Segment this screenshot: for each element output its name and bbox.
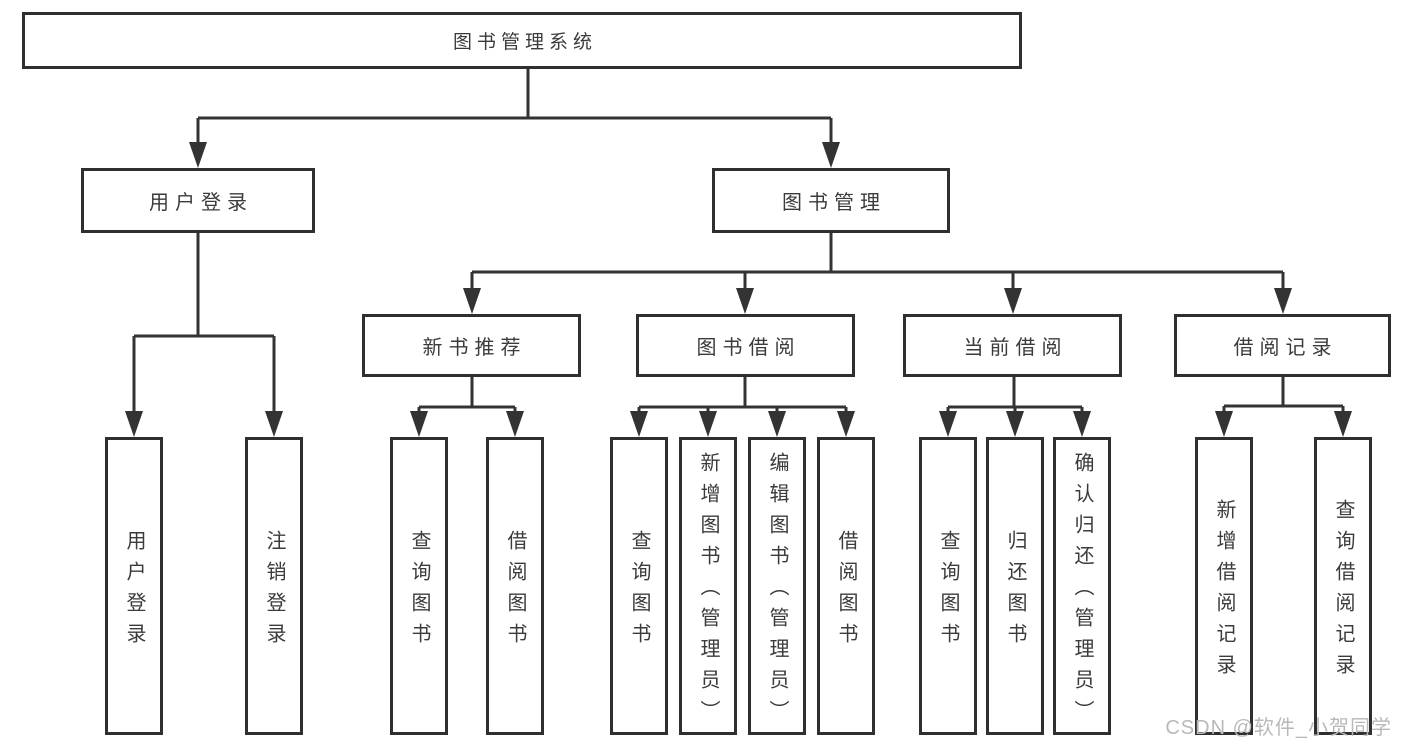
leaf-node-query-books-2: 查询图书 xyxy=(610,437,668,735)
leaf-node-label: 归还图书 xyxy=(1004,529,1026,654)
leaf-node-label: 确认归还（管理员） xyxy=(1071,452,1093,731)
leaf-node-query-books-3: 查询图书 xyxy=(919,437,977,735)
level3-node-label: 借阅记录 xyxy=(1233,337,1338,359)
leaf-node-label: 新增图书（管理员） xyxy=(697,452,719,731)
leaf-node-label: 注销登录 xyxy=(263,529,285,654)
leaf-node-label: 借阅图书 xyxy=(504,529,526,654)
level2-node-user-login: 用户登录 xyxy=(81,168,315,233)
leaf-node-borrow-books-1: 借阅图书 xyxy=(486,437,544,735)
leaf-node-borrow-books-2: 借阅图书 xyxy=(817,437,875,735)
level3-node-current-borrow: 当前借阅 xyxy=(903,314,1122,377)
leaf-node-add-books-admin: 新增图书（管理员） xyxy=(679,437,737,735)
level3-node-label: 图书借阅 xyxy=(696,337,801,359)
leaf-node-logout: 注销登录 xyxy=(245,437,303,735)
level3-node-label: 当前借阅 xyxy=(963,337,1068,359)
leaf-node-label: 用户登录 xyxy=(123,529,145,654)
leaf-node-user-login: 用户登录 xyxy=(105,437,163,735)
leaf-node-label: 查询借阅记录 xyxy=(1332,498,1354,685)
leaf-node-label: 借阅图书 xyxy=(835,529,857,654)
leaf-node-label: 新增借阅记录 xyxy=(1213,498,1235,685)
level3-node-label: 新书推荐 xyxy=(422,337,527,359)
csdn-watermark: CSDN @软件_小贺同学 xyxy=(1165,717,1392,739)
leaf-node-return-books: 归还图书 xyxy=(986,437,1044,735)
leaf-node-label: 查询图书 xyxy=(408,529,430,654)
leaf-node-query-books-1: 查询图书 xyxy=(390,437,448,735)
leaf-node-label: 编辑图书（管理员） xyxy=(766,452,788,731)
level2-node-label: 用户登录 xyxy=(149,192,253,214)
root-node-library-system: 图书管理系统 xyxy=(22,12,1022,69)
leaf-node-add-borrow-record: 新增借阅记录 xyxy=(1195,437,1253,735)
leaf-node-confirm-return-admin: 确认归还（管理员） xyxy=(1053,437,1111,735)
leaf-node-query-borrow-record: 查询借阅记录 xyxy=(1314,437,1372,735)
leaf-node-label: 查询图书 xyxy=(628,529,650,654)
level3-node-new-book-recommend: 新书推荐 xyxy=(362,314,581,377)
leaf-node-edit-books-admin: 编辑图书（管理员） xyxy=(748,437,806,735)
level2-node-book-management: 图书管理 xyxy=(712,168,950,233)
leaf-node-label: 查询图书 xyxy=(937,529,959,654)
level3-node-borrow-records: 借阅记录 xyxy=(1174,314,1391,377)
level2-node-label: 图书管理 xyxy=(782,192,886,214)
level3-node-book-borrow: 图书借阅 xyxy=(636,314,855,377)
root-node-label: 图书管理系统 xyxy=(452,32,597,53)
